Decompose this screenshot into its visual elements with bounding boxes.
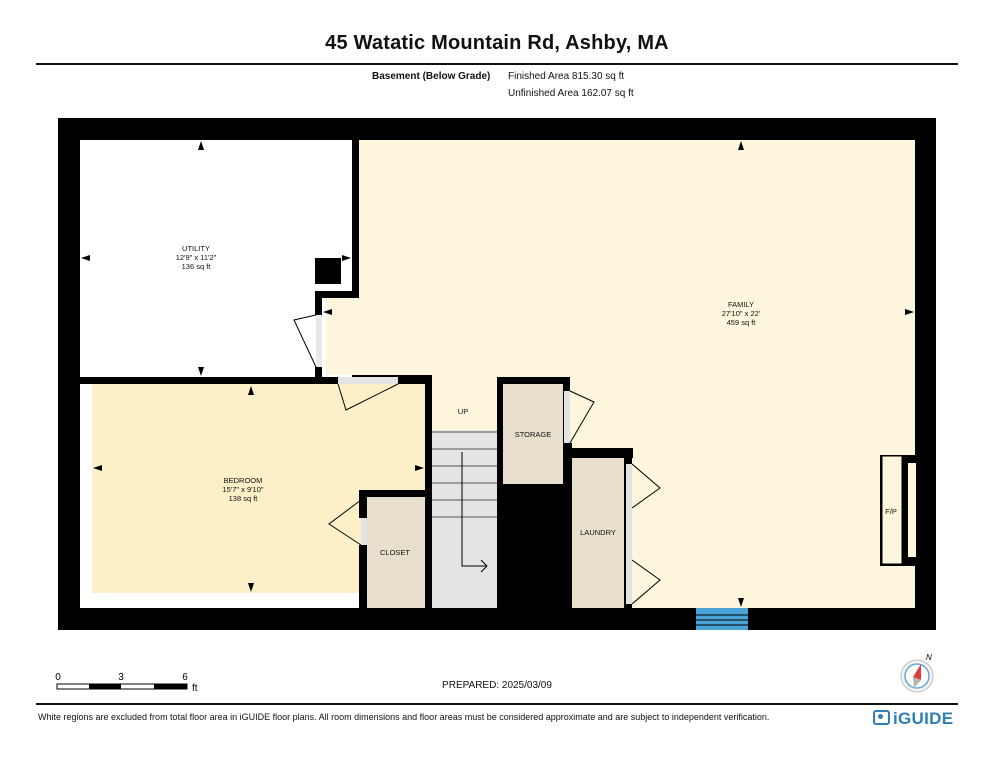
family-dims: 27'10" x 22' (722, 309, 761, 318)
stairs[interactable] (432, 430, 497, 608)
scale-label-3: 3 (118, 672, 124, 683)
fireplace[interactable] (881, 455, 903, 565)
fireplace-hearth (908, 463, 916, 557)
utility-dims: 12'9" x 11'2" (176, 253, 217, 262)
storage-door-gap (564, 391, 570, 443)
utility-area: 136 sq ft (182, 262, 212, 271)
address-title: 45 Watatic Mountain Rd, Ashby, MA (325, 32, 669, 54)
closet-room[interactable] (367, 497, 425, 608)
scale-unit: ft (192, 683, 198, 694)
scale-label-0: 0 (55, 672, 61, 683)
stair-arrow-head (480, 559, 488, 573)
scale-bar: 0 3 6 ft (55, 672, 198, 694)
wall-utility-post (315, 291, 322, 315)
stair-treads (432, 431, 497, 518)
wall-laundry-west (563, 443, 572, 610)
disclaimer-text: White regions are excluded from total fl… (38, 712, 770, 722)
iguide-logo[interactable]: iGUIDE (873, 709, 953, 729)
bedroom-door-swing[interactable] (337, 383, 399, 411)
prepared-date: PREPARED: 2025/03/09 (442, 680, 552, 691)
basement-window (696, 608, 748, 630)
dimension-arrows (81, 141, 914, 607)
chimney-column (315, 258, 341, 284)
wall-closet-west-top (359, 490, 367, 518)
scale-label-6: 6 (182, 672, 188, 683)
wall-laundry-east-bottom (624, 604, 632, 610)
wall-closet-top (359, 490, 427, 497)
family-area: 459 sq ft (727, 318, 757, 327)
family-label: FAMILY (728, 300, 754, 309)
laundry-room[interactable] (572, 458, 624, 608)
wall-utility-bedroom-left (78, 377, 338, 384)
bedroom-area: 138 sq ft (229, 494, 259, 503)
closet-label: CLOSET (380, 548, 410, 557)
laundry-label: LAUNDRY (580, 528, 616, 537)
utility-door-swing[interactable] (293, 314, 317, 368)
compass-north-label: N (926, 653, 932, 662)
bedroom-label: BEDROOM (224, 476, 263, 485)
wall-utility-bedroom-right (398, 375, 432, 383)
storage-room[interactable] (503, 384, 563, 484)
wall-utility-east (352, 138, 359, 298)
iguide-logo-icon (873, 710, 890, 725)
wall-storage-top (497, 377, 570, 384)
bedroom-door-gap (338, 377, 398, 384)
header-divider (36, 63, 958, 65)
fireplace-label: F/P (885, 507, 897, 516)
wall-utility-post-lower (315, 367, 322, 384)
stairs-up-label: UP (458, 407, 468, 416)
wall-laundry-top (565, 448, 633, 458)
wall-storage-east (563, 377, 570, 391)
closet-door-gap (361, 518, 367, 545)
stair-core (497, 484, 570, 610)
closet-door-swing[interactable] (328, 499, 362, 546)
laundry-door-swing-upper[interactable] (631, 463, 661, 509)
wall-laundry-east-top (624, 456, 632, 464)
laundry-door-gap (626, 464, 632, 604)
stair-direction-line (461, 452, 486, 567)
utility-door-gap (316, 315, 322, 367)
compass-icon: N (900, 653, 934, 693)
finished-area: Finished Area 815.30 sq ft (508, 71, 625, 82)
window-mullions (696, 614, 748, 626)
laundry-door-swing-lower[interactable] (631, 559, 661, 605)
unfinished-area: Unfinished Area 162.07 sq ft (508, 88, 634, 99)
utility-room[interactable] (80, 140, 352, 377)
wall-utility-notch (315, 291, 359, 298)
wall-bedroom-east (425, 375, 432, 610)
bedroom-dims: 15'7" x 9'10" (222, 485, 263, 494)
brand-name: iGUIDE (893, 709, 954, 728)
level-label: Basement (Below Grade) (372, 71, 491, 82)
wall-closet-west-bottom (359, 545, 367, 610)
footer-divider (36, 703, 958, 705)
utility-label: UTILITY (182, 244, 210, 253)
storage-label: STORAGE (515, 430, 552, 439)
storage-door-swing[interactable] (569, 390, 595, 444)
